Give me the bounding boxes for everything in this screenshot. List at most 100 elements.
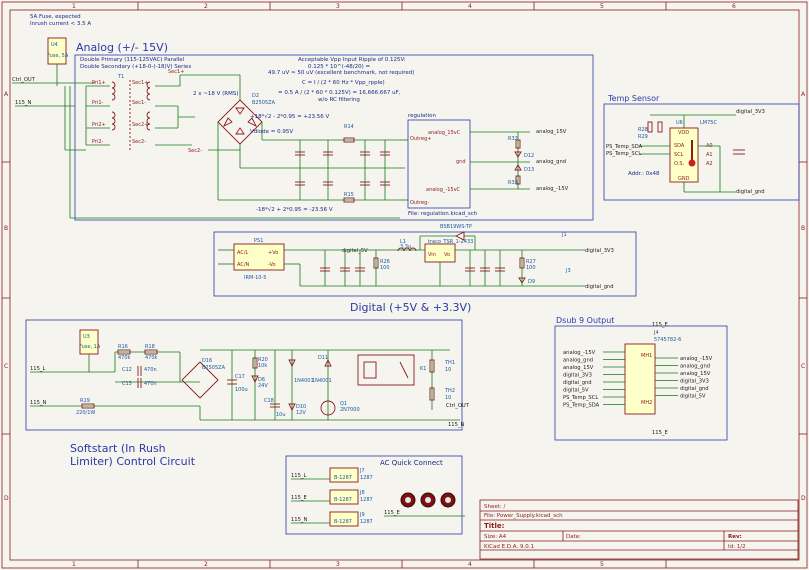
net-sec1p-wire: Sec1+: [168, 69, 184, 75]
regulation-subsheet[interactable]: [407, 119, 471, 209]
zener-d10[interactable]: [288, 403, 296, 412]
temp-sensor-u6[interactable]: [669, 127, 699, 183]
net-analog-15v: analog_15V: [536, 129, 567, 135]
ps1-ref: PS1: [254, 238, 263, 244]
tb-rev: Rev:: [728, 534, 742, 540]
capacitor-bank[interactable]: [295, 151, 390, 186]
capacitor-c18[interactable]: [270, 403, 280, 408]
acqc-j7[interactable]: [329, 467, 359, 483]
reg-pin-outreg-p: Outreg+: [410, 136, 431, 142]
r32-ref: R32: [508, 136, 518, 142]
analog-input-wires: [12, 64, 400, 219]
diode-1n4001-left[interactable]: [288, 359, 296, 368]
zener-d6[interactable]: [251, 375, 259, 384]
ripple-note-4: C = I / (2 * 60 Hz * Vpp_rpple): [302, 80, 385, 86]
r33-ref: R33: [508, 180, 518, 186]
acqc-j8[interactable]: [329, 489, 359, 505]
digital-caps[interactable]: [320, 267, 505, 272]
dsub-right-net-label: analog_gnd: [680, 364, 710, 370]
acqc-j9[interactable]: [329, 511, 359, 527]
r18-val: 470k: [145, 355, 158, 361]
border-row-labels: A B C D A B C D: [4, 91, 806, 502]
d9-ref: D9: [528, 279, 535, 285]
j4-val: 5745782-6: [654, 337, 681, 343]
inductor-l1[interactable]: [397, 247, 417, 252]
dsub-connector-j4[interactable]: [624, 343, 656, 415]
dsub-left-net-label: analog_15V: [563, 365, 594, 371]
border-col-5-bottom: 5: [600, 561, 604, 568]
inner-frame: [9, 9, 800, 561]
resistor-r19[interactable]: [81, 403, 95, 409]
r27-ref: R27: [526, 259, 536, 265]
j9-ref: J9: [359, 512, 365, 518]
mounting-hole-2-center: [425, 497, 431, 503]
net-analog-m15v: analog_-15V: [536, 186, 569, 192]
resistor-r28[interactable]: [647, 121, 653, 133]
softstart-title-line1: Softstart (In Rush: [70, 442, 166, 455]
led-d13[interactable]: [514, 164, 522, 171]
d13-ref: D13: [524, 167, 534, 173]
resistor-r14[interactable]: [343, 137, 355, 143]
resistor-r32[interactable]: [515, 139, 521, 149]
led-d12[interactable]: [514, 151, 522, 158]
bridge-rectifier-d2[interactable]: [217, 99, 263, 145]
capacitor-c17[interactable]: [227, 379, 237, 385]
net-115n-left: 115_N: [15, 100, 31, 106]
net-115e-dsub-bottom: 115_E: [652, 430, 668, 436]
l1-ref: L1: [400, 239, 406, 245]
c13-ref: C13: [122, 381, 132, 387]
thermistor-th1[interactable]: [429, 359, 435, 373]
r19-val: 220/1W: [76, 410, 95, 416]
t1-ref: T1: [117, 74, 124, 80]
r26-ref: R26: [380, 259, 390, 265]
resistor-r18[interactable]: [144, 349, 158, 355]
secondary-wires: [155, 74, 241, 151]
j9-val: B-1287: [334, 519, 352, 525]
u6-pin-gnd: GND: [678, 176, 690, 182]
ps1-pin-minusvo: -Vo: [268, 262, 276, 268]
t1-pin-pri1p: Pri1+: [92, 80, 106, 86]
d16-ref: D16: [202, 358, 212, 364]
relay-k1[interactable]: [357, 354, 415, 386]
digital-section-title: Digital (+5V & +3.3V): [350, 301, 471, 314]
power-module-ps1[interactable]: [233, 243, 285, 271]
dsub-right-net-label: analog_15V: [680, 371, 711, 377]
capacitors-c12-c13[interactable]: [137, 366, 142, 388]
border-row-b: B: [4, 225, 8, 232]
net-ps-scl-temp: PS_Temp_SCL: [606, 151, 641, 157]
r20-val: 10k: [258, 363, 267, 369]
border-row-d: D: [4, 495, 9, 502]
temp-decoupling-cap[interactable]: [733, 149, 745, 155]
diode-d11[interactable]: [324, 358, 332, 367]
border-column-labels: 1 2 3 4 5 6 1 2 3 4 5: [72, 3, 736, 568]
resistor-r33[interactable]: [515, 175, 521, 185]
border-row-b-right: B: [801, 225, 805, 232]
tb-kicad: KiCad E.D.A. 9.0.1: [484, 544, 534, 550]
d11-val: 1N4001: [312, 378, 332, 384]
acqc-section-title: AC Quick Connect: [380, 459, 443, 467]
temp-wires: [640, 114, 736, 193]
net-digital-5v: digital_5V: [342, 248, 368, 254]
c12-ref: C12: [122, 367, 132, 373]
transformer-t1[interactable]: [111, 80, 151, 150]
resistor-r29[interactable]: [657, 121, 663, 133]
dsub-right-net-label: digital_5V: [680, 394, 706, 400]
r18-ref: R18: [145, 344, 155, 350]
resistor-r16[interactable]: [117, 349, 131, 355]
t1-pin-sec2p: Sec2+: [132, 122, 148, 128]
dsub-left-net-label: PS_Temp_SCL: [563, 395, 598, 401]
u6-pin-sda: SDA: [674, 143, 685, 149]
thermistor-th2[interactable]: [429, 387, 435, 401]
dsub-left-net-label: digital_gnd: [563, 380, 592, 386]
q1-ref: Q1: [340, 401, 347, 407]
resistor-r15[interactable]: [343, 197, 355, 203]
dsub-left-net-label: digital_5V: [563, 388, 589, 394]
dsub-right-net-label: analog_-15V: [680, 356, 713, 362]
bridge-rectifier-d16[interactable]: [181, 361, 219, 399]
mosfet-q1[interactable]: [320, 400, 336, 416]
resistor-r20[interactable]: [252, 357, 258, 369]
u6-pin-a1: A1: [706, 152, 713, 158]
